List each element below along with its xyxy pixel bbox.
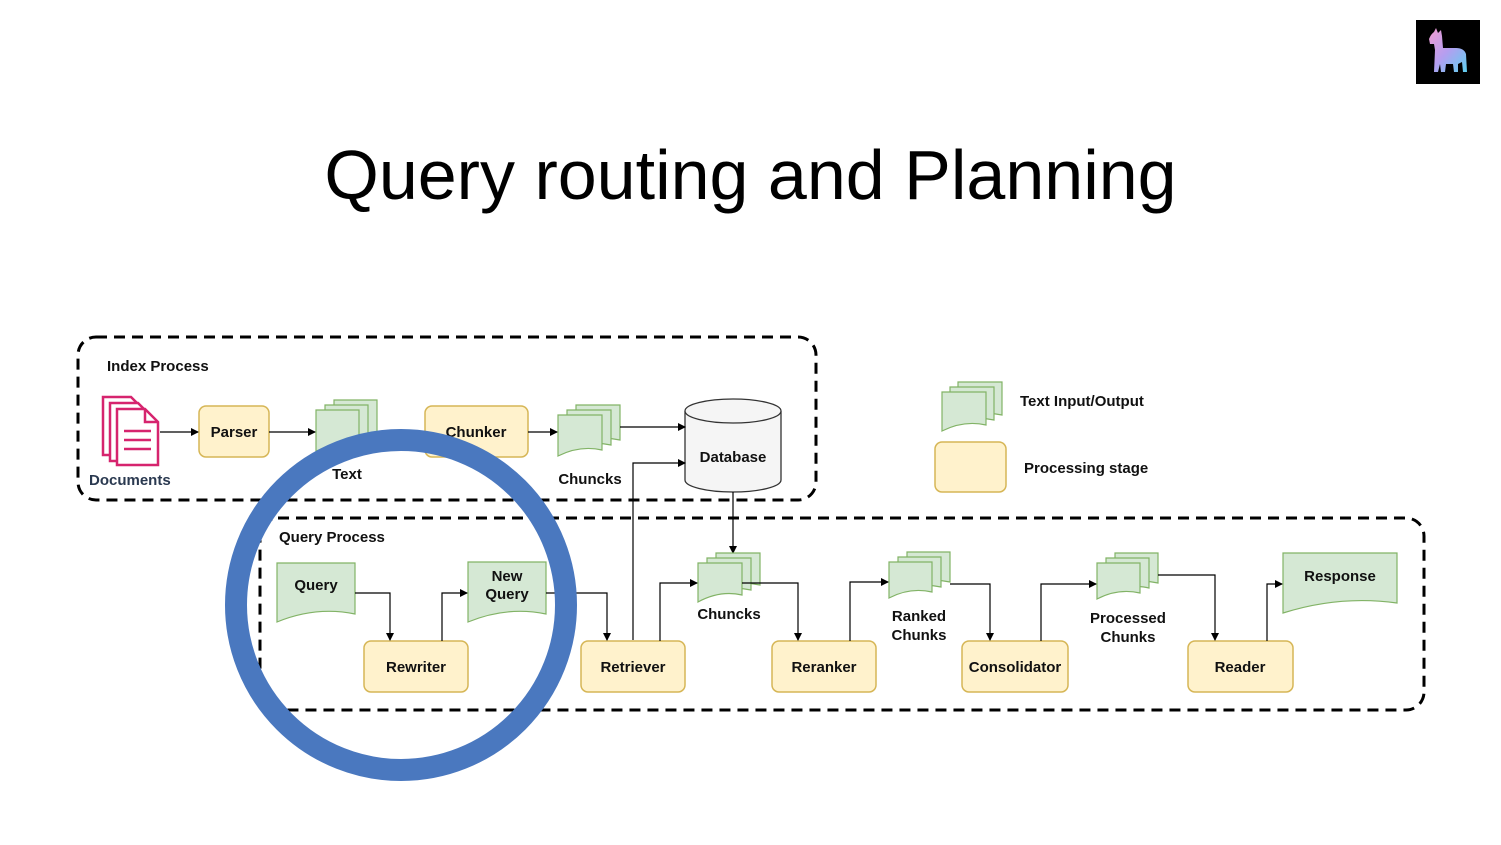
- retrieved-chunks-document-stack: [697, 552, 761, 604]
- database-label: Database: [700, 449, 767, 466]
- new-query-document: [467, 561, 547, 623]
- reranker-stage: [771, 640, 877, 693]
- documents-icon: [101, 395, 160, 467]
- reader-stage: [1187, 640, 1294, 693]
- index-process-label: Index Process: [107, 358, 209, 375]
- processed-chunks-document-stack: [1096, 552, 1159, 600]
- ranked-chunks-label-line2: Chunks: [891, 627, 946, 644]
- query-process-container: [258, 516, 1426, 712]
- legend-stage-swatch: [934, 441, 1007, 493]
- documents-label: Documents: [89, 472, 171, 489]
- chunker-label: Chunker: [446, 424, 507, 441]
- reader-label: Reader: [1215, 659, 1266, 676]
- new-query-label-line2: Query: [485, 586, 529, 603]
- chunks-label: Chuncks: [558, 471, 621, 488]
- query-document: [276, 562, 356, 623]
- retriever-stage: [580, 640, 686, 693]
- database-icon: [684, 398, 782, 493]
- query-process-arrows: [355, 574, 1283, 641]
- parser-label: Parser: [211, 424, 258, 441]
- query-process-label: Query Process: [279, 529, 385, 546]
- consolidator-label: Consolidator: [969, 659, 1062, 676]
- rewriter-stage: [363, 640, 469, 693]
- legend-text-io-label: Text Input/Output: [1020, 393, 1144, 410]
- index-process-arrows: [160, 423, 737, 640]
- slide-title: Query routing and Planning: [324, 136, 1177, 214]
- retriever-label: Retriever: [600, 659, 665, 676]
- llama-logo-icon: [1416, 20, 1480, 84]
- rewriter-label: Rewriter: [386, 659, 446, 676]
- consolidator-stage: [961, 640, 1069, 693]
- ranked-chunks-label-line1: Ranked: [892, 608, 946, 625]
- index-process-container: [76, 335, 818, 502]
- new-query-label-line1: New: [492, 568, 523, 585]
- retrieved-chunks-label: Chuncks: [697, 606, 760, 623]
- legend-processing-stage-label: Processing stage: [1024, 460, 1148, 477]
- query-label: Query: [294, 577, 338, 594]
- ranked-chunks-document-stack: [888, 551, 951, 599]
- text-label: Text: [332, 466, 362, 483]
- response-document: [1282, 552, 1398, 614]
- highlight-circle: [225, 429, 577, 781]
- chunks-document-stack: [557, 404, 621, 457]
- reranker-label: Reranker: [791, 659, 856, 676]
- processed-chunks-label-line2: Chunks: [1100, 629, 1155, 646]
- processed-chunks-label-line1: Processed: [1090, 610, 1166, 627]
- legend-document-swatch: [941, 381, 1003, 432]
- response-label: Response: [1304, 568, 1376, 585]
